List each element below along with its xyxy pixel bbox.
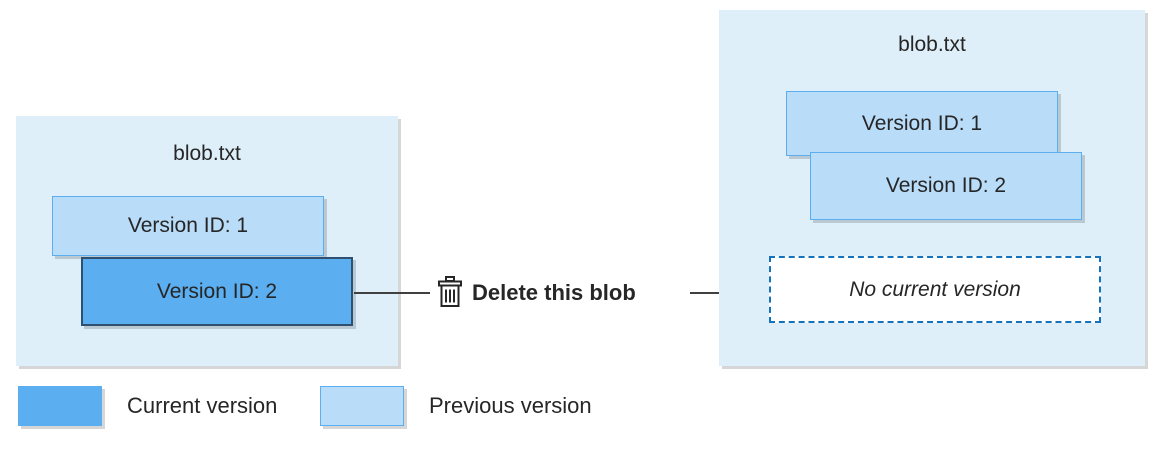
legend-swatch-previous	[320, 386, 404, 426]
legend: Current version Previous version	[0, 386, 1156, 446]
version-label: Version ID: 1	[127, 214, 249, 237]
version-box-previous-1: Version ID: 1	[786, 91, 1058, 156]
version-box-previous-2: Version ID: 2	[810, 152, 1082, 220]
version-label: Version ID: 2	[156, 279, 278, 303]
blob-name-label-right: blob.txt	[898, 33, 966, 56]
no-current-version-box: No current version	[769, 256, 1101, 323]
legend-label-current: Current version	[127, 393, 278, 418]
version-box-previous-1: Version ID: 1	[52, 196, 324, 256]
connector-line-left	[354, 292, 430, 294]
trash-icon	[437, 276, 463, 308]
blob-name-label-left: blob.txt	[173, 142, 241, 165]
delete-blob-label: Delete this blob	[472, 280, 636, 305]
version-box-current-2: Version ID: 2	[81, 257, 353, 326]
legend-item-current-version: Current version	[18, 386, 277, 426]
version-label: Version ID: 1	[861, 111, 983, 135]
version-label: Version ID: 2	[885, 174, 1007, 197]
legend-label-previous: Previous version	[429, 393, 592, 418]
no-current-version-label: No current version	[849, 277, 1021, 301]
blob-container-before: blob.txt Version ID: 1 Version ID: 2	[16, 116, 398, 366]
blob-container-after: blob.txt Version ID: 1 Version ID: 2 No …	[719, 10, 1145, 366]
legend-swatch-current	[18, 386, 102, 426]
legend-item-previous-version: Previous version	[320, 386, 592, 426]
